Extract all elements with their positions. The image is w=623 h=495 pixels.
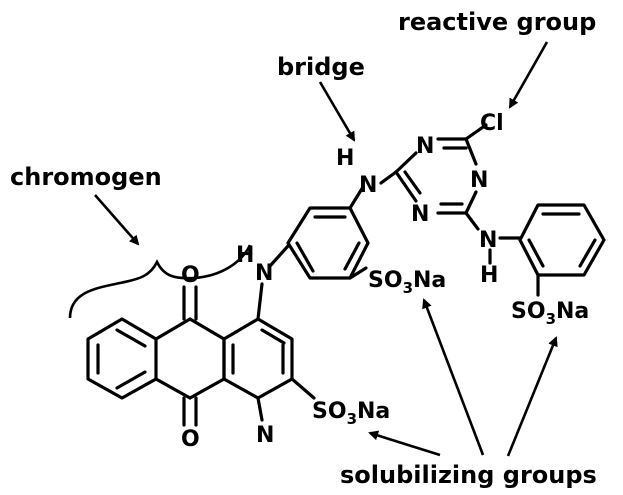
ring-quinone — [154, 317, 192, 341]
atom-h-right: H — [480, 263, 498, 288]
atom-n-bottom: N — [256, 423, 274, 448]
so3na-anthraquinone: SO3Na — [312, 399, 390, 428]
atom-cl: Cl — [480, 111, 504, 136]
atom-h-left: H — [236, 243, 254, 268]
atom-n-bridge: N — [359, 173, 377, 198]
atom-o-top: O — [181, 263, 200, 288]
arrow-reactive-group — [508, 41, 549, 109]
label-reactive-group: reactive group — [398, 8, 596, 36]
atom-o-bottom: O — [181, 427, 200, 452]
atom-h-bridge: H — [336, 146, 354, 171]
arrow-solubilizing-right — [506, 336, 558, 457]
label-chromogen: chromogen — [10, 163, 162, 191]
arrow-solubilizing-middle — [422, 298, 485, 456]
atom-n-left: N — [255, 261, 273, 286]
so3na-right: SO3Na — [511, 299, 589, 328]
atom-n-right: N — [479, 228, 497, 253]
atom-labels: O O H N N H N N N N Cl N H SO3Na SO3Na S… — [181, 111, 589, 452]
label-bridge: bridge — [277, 53, 365, 81]
arrow-chromogen — [94, 194, 140, 246]
ring-right-phenyl — [518, 203, 606, 277]
molecule-bonds — [86, 123, 606, 427]
arrow-bridge — [318, 81, 356, 142]
arrow-solubilizing-left — [368, 430, 441, 457]
atom-n-triazine-bottom: N — [411, 202, 429, 227]
atom-n-triazine-right: N — [470, 168, 488, 193]
so3na-central: SO3Na — [368, 268, 446, 297]
atom-n-triazine-top: N — [416, 134, 434, 159]
label-solubilizing-groups: solubilizing groups — [340, 461, 597, 489]
ring-triazine — [394, 151, 418, 174]
chromogen-brace — [68, 244, 252, 319]
